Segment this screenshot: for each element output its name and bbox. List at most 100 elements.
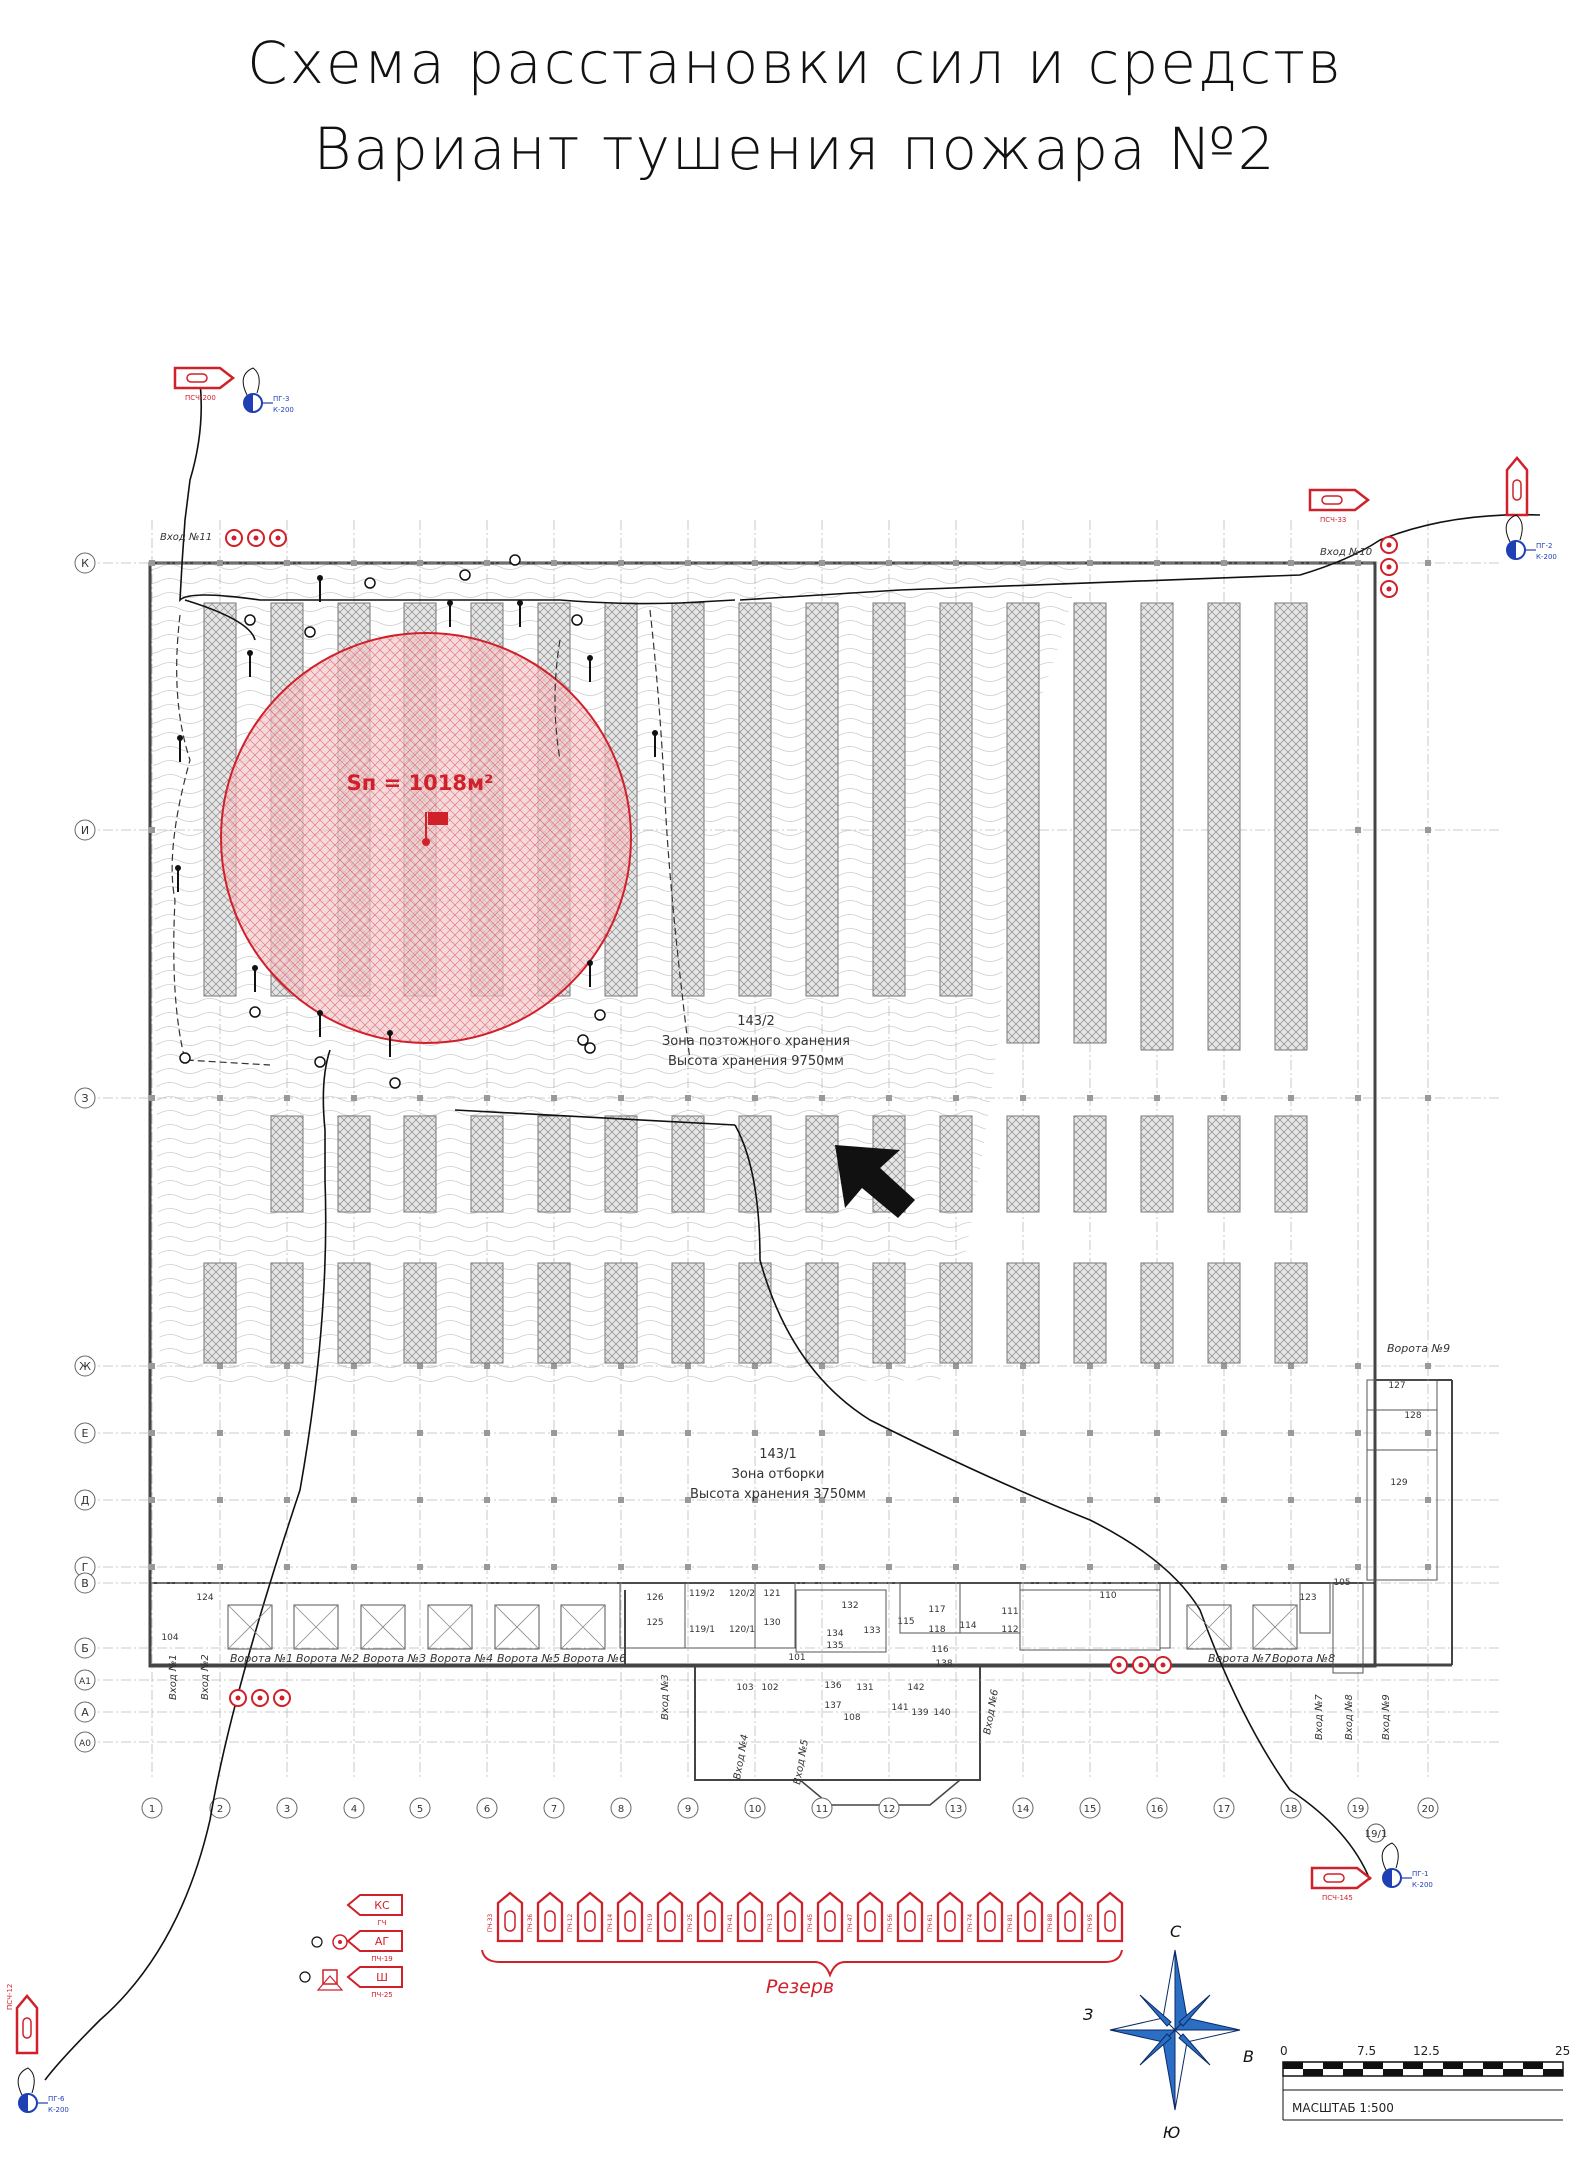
column-marker	[1425, 1095, 1431, 1101]
room-label: 117	[928, 1605, 945, 1615]
svg-text:Высота хранения 9750мм: Высота хранения 9750мм	[668, 1054, 844, 1069]
column-axis-label: 17	[1218, 1804, 1231, 1815]
rack-hatch	[471, 1263, 503, 1363]
column-marker	[417, 1564, 423, 1570]
row-axis-circle	[74, 1572, 96, 1594]
truck-pump	[1321, 495, 1343, 505]
scale-block	[1503, 2069, 1523, 2076]
reserve-truck-pump	[1024, 1910, 1036, 1932]
column-axis-circle	[1079, 1797, 1101, 1819]
rack-hatch	[1007, 1263, 1039, 1363]
truck-pump	[186, 373, 208, 383]
room-label: 120/1	[729, 1625, 755, 1635]
column-axis-label: 8	[618, 1804, 624, 1815]
column-marker	[752, 1497, 758, 1503]
row-axis-label: Ж	[79, 1360, 91, 1373]
row-axis-label: К	[81, 557, 89, 570]
column-axis-label: 10	[749, 1804, 762, 1815]
column-axis-circle	[677, 1797, 699, 1819]
rack-hatch	[1074, 603, 1106, 1043]
hydrant-label: ПГ-1	[1412, 1870, 1429, 1878]
reserve-truck-label: ПЧ-36	[527, 1914, 534, 1933]
column-marker	[484, 560, 490, 566]
room-label: 131	[856, 1683, 873, 1693]
rack-hatch	[471, 1116, 503, 1212]
loading-dock	[427, 1604, 473, 1650]
title-line-1: Схема расстановки сил и средств	[247, 29, 1343, 97]
column-marker	[819, 1430, 825, 1436]
legend-ag: АГ ПЧ-19	[311, 1930, 403, 1963]
compass-west: З	[1083, 2005, 1093, 2024]
equipment-dot	[1160, 1662, 1166, 1668]
equipment-dot	[235, 1695, 241, 1701]
legend: КС ГЧ АГ ПЧ-19 Ш ПЧ-25	[299, 1894, 403, 1999]
column-marker	[685, 1363, 691, 1369]
entrance-label: Вход №2	[200, 1654, 211, 1700]
suction-hose	[17, 2067, 35, 2096]
room-label: 115	[897, 1617, 914, 1627]
reserve-truck-icon	[896, 1891, 924, 1943]
column-marker	[953, 1363, 959, 1369]
dock-cross	[494, 1604, 540, 1650]
column-marker	[1087, 1497, 1093, 1503]
reserve-truck-pump	[944, 1910, 956, 1932]
hose-branch-end	[177, 735, 183, 741]
column-marker	[1425, 827, 1431, 833]
rack-hatch	[1275, 1263, 1307, 1363]
reserve-truck-label: ПЧ-19	[647, 1914, 654, 1933]
room-label: 132	[841, 1601, 858, 1611]
reserve-truck-label: ПЧ-12	[567, 1914, 574, 1933]
truck-label: ПСЧ-12	[6, 1984, 14, 2010]
column-marker	[1020, 1430, 1026, 1436]
compass-north: С	[1170, 1922, 1182, 1941]
column-axis-label: 19	[1352, 1804, 1365, 1815]
column-marker	[819, 1564, 825, 1570]
room-label: 110	[1099, 1591, 1116, 1601]
rack-hatch	[1074, 1263, 1106, 1363]
column-marker	[953, 560, 959, 566]
column-marker	[752, 1095, 758, 1101]
column-marker	[1154, 560, 1160, 566]
column-marker	[618, 1564, 624, 1570]
truck-label: ПСЧ-33	[1320, 516, 1346, 524]
column-marker	[149, 1095, 155, 1101]
column-marker	[1087, 1430, 1093, 1436]
rack-hatch	[1007, 1116, 1039, 1212]
reserve-truck-label: ПЧ-47	[847, 1914, 854, 1933]
room-outline	[1366, 1449, 1438, 1581]
column-marker	[1355, 1564, 1361, 1570]
column-marker	[484, 1564, 490, 1570]
loading-dock	[1186, 1604, 1232, 1650]
room-label: 102	[761, 1683, 778, 1693]
column-marker	[953, 1095, 959, 1101]
column-marker	[1288, 1363, 1294, 1369]
entrance-label: Вход №11	[160, 532, 212, 543]
column-marker	[819, 1095, 825, 1101]
column-marker	[284, 1095, 290, 1101]
nozzle-icon	[249, 1006, 261, 1018]
room-label: 104	[161, 1633, 178, 1643]
column-axis-label: 13	[950, 1804, 963, 1815]
room-outline	[754, 1582, 796, 1649]
column-axis-label: 3	[284, 1804, 290, 1815]
svg-text:25: 25	[1555, 2044, 1570, 2058]
hydrant-label: ПГ-3	[273, 395, 290, 403]
column-marker	[618, 1430, 624, 1436]
reserve-truck-label: ПЧ-95	[1087, 1914, 1094, 1933]
column-marker	[618, 1095, 624, 1101]
rack-hatch	[404, 1263, 436, 1363]
rack-hatch	[1074, 1116, 1106, 1212]
suction-hose	[242, 367, 260, 396]
hose-branch-end	[587, 960, 593, 966]
hose-branch-end	[317, 575, 323, 581]
row-axis-label: З	[81, 1092, 88, 1105]
column-marker	[1221, 1497, 1227, 1503]
entrance-label: Вход №3	[660, 1674, 671, 1720]
column-axis-circle	[141, 1797, 163, 1819]
column-marker	[618, 560, 624, 566]
column-marker	[149, 1363, 155, 1369]
entrance-label: Вход №10	[1320, 547, 1372, 558]
column-marker	[351, 1363, 357, 1369]
room-label: 114	[959, 1621, 976, 1631]
